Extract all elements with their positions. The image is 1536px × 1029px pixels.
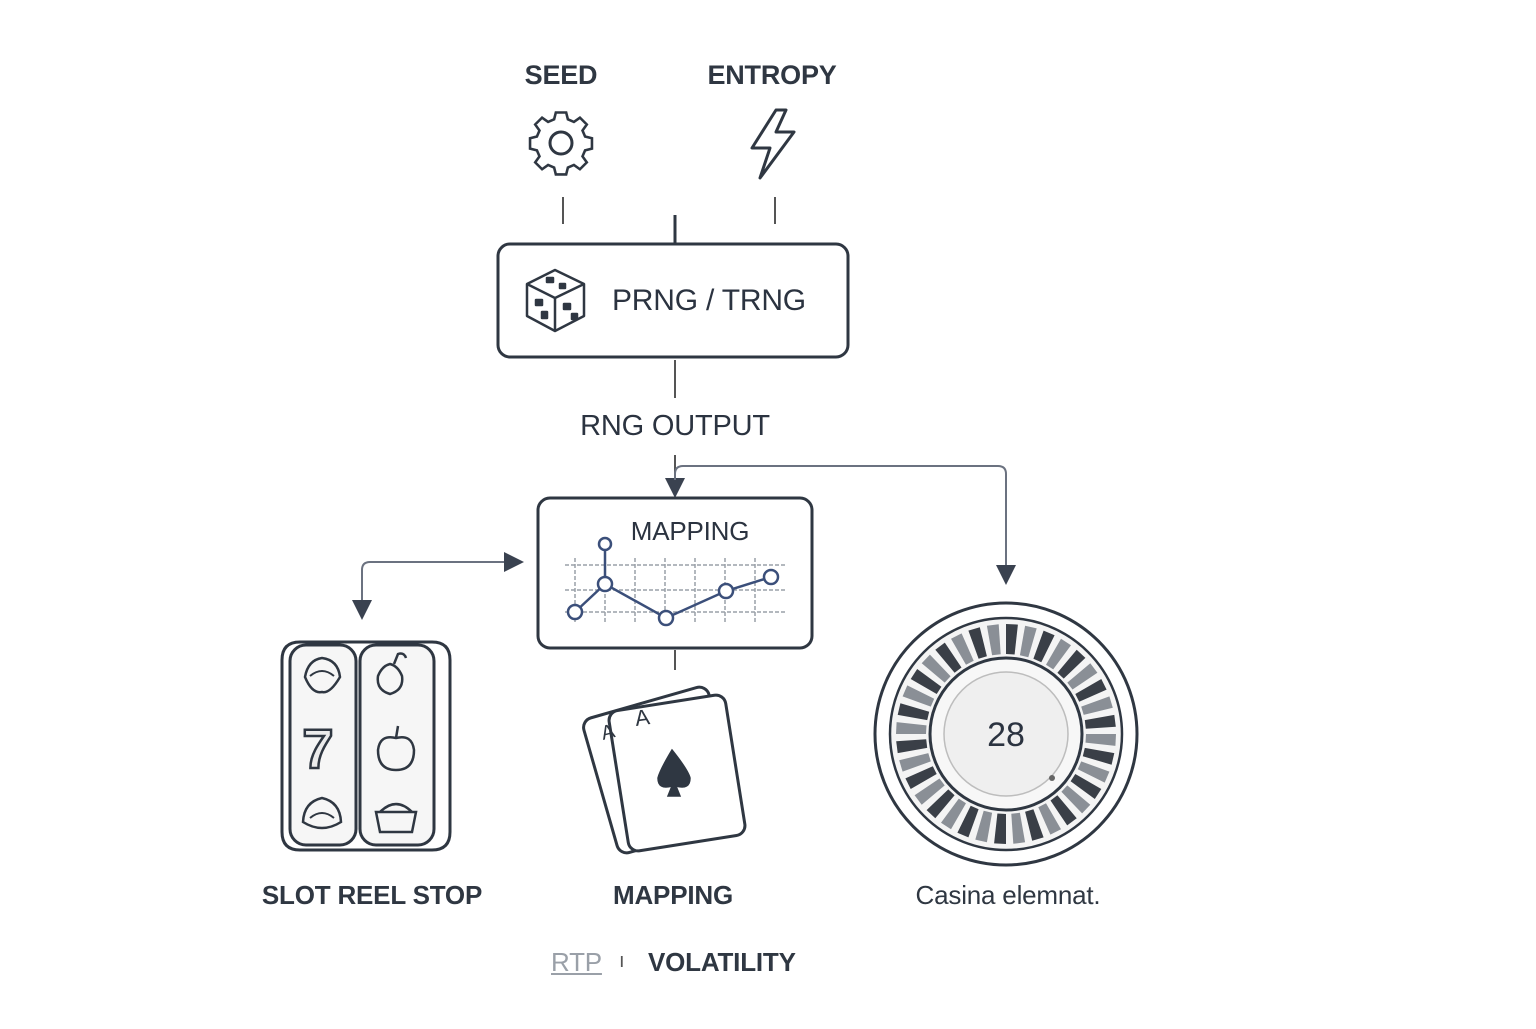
roulette-pocket: [896, 739, 928, 754]
roulette-pocket: [968, 627, 987, 659]
output-to-roulette-arrow: [674, 465, 1016, 585]
roulette-pocket: [896, 722, 927, 734]
slot-reels-icon: [280, 640, 452, 852]
line-graph-icon: [565, 536, 785, 627]
roulette-pocket: [1057, 649, 1086, 679]
generator-box: [496, 242, 850, 359]
roulette-pocket: [921, 654, 951, 683]
roulette-pocket: [986, 624, 1001, 656]
rtp-label: RTP: [551, 947, 602, 977]
roulette-number: 28: [987, 716, 1025, 754]
roulette-pockets: [896, 624, 1116, 844]
roulette-pocket: [926, 789, 955, 819]
roulette-label: Casina elemnat.: [915, 880, 1101, 910]
roulette-pocket: [1019, 625, 1037, 658]
volatility-label: VOLATILITY: [648, 947, 796, 977]
roulette-pocket: [1006, 624, 1018, 655]
roulette-pocket: [1025, 809, 1044, 841]
roulette-pocket: [941, 798, 966, 830]
roulette-pocket: [975, 810, 993, 843]
roulette-pocket: [951, 633, 974, 665]
seed-label: SEED: [524, 60, 598, 90]
roulette-pocket: [1061, 785, 1091, 814]
roulette-pocket: [1082, 747, 1115, 765]
slot-reel-stop-label: SLOT REEL STOP: [261, 880, 483, 910]
roulette-pocket: [1067, 663, 1098, 690]
mapping-box-label: MAPPING: [630, 516, 750, 546]
roulette-pocket: [1084, 714, 1116, 729]
slot-seven-symbol: 7: [302, 717, 333, 780]
gear-icon: [528, 111, 594, 176]
roulette-pocket: [1050, 795, 1077, 826]
entropy-label: ENTROPY: [707, 60, 837, 90]
roulette-pocket: [1075, 679, 1107, 702]
card-rank-back: A: [599, 720, 618, 745]
roulette-pocket: [1085, 734, 1116, 746]
dice-icon: [525, 268, 586, 333]
roulette-pocket: [1077, 761, 1110, 783]
roulette-pocket: [899, 753, 931, 772]
roulette-pocket: [1011, 812, 1026, 844]
roulette-pocket: [935, 642, 962, 673]
rng-output-label: RNG OUTPUT: [580, 410, 770, 442]
roulette-wheel-icon: [873, 601, 1139, 867]
generator-label: PRNG / TRNG: [612, 284, 806, 317]
mapping-to-slot-arrow: [352, 561, 515, 620]
lightning-bolt-icon: [750, 108, 796, 180]
roulette-pocket: [957, 805, 979, 838]
roulette-pocket: [897, 703, 930, 721]
roulette-pocket: [914, 778, 945, 805]
roulette-pocket: [902, 685, 935, 707]
roulette-pocket: [910, 669, 942, 694]
roulette-pocket: [1070, 774, 1102, 799]
card-rank-front: A: [633, 704, 651, 731]
roulette-pocket: [994, 813, 1006, 844]
roulette-pocket: [1033, 630, 1055, 663]
playing-cards-icon: [582, 685, 747, 855]
footer-separator: ı: [619, 950, 625, 972]
roulette-pocket: [1038, 803, 1061, 835]
mapping-box: [536, 496, 814, 650]
roulette-pocket: [1081, 696, 1113, 715]
roulette-pocket: [905, 766, 937, 789]
roulette-pocket: [1046, 638, 1071, 670]
cards-mapping-label: MAPPING: [613, 880, 733, 910]
